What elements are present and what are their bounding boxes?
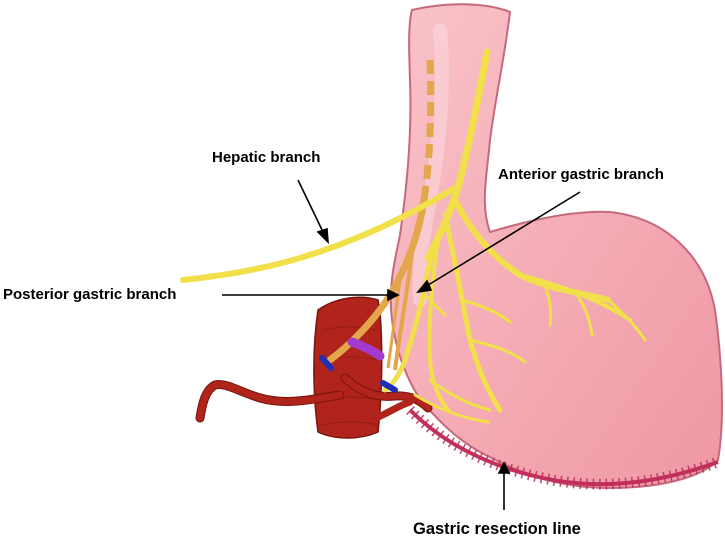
gastric-resection-line-label: Gastric resection line: [413, 521, 581, 538]
hepatic-arrowhead: [318, 229, 328, 242]
posterior-gastric-branch-label: Posterior gastric branch: [3, 287, 176, 302]
hepatic-branch-label: Hepatic branch: [212, 150, 320, 165]
anterior-gastric-branch-label: Anterior gastric branch: [498, 167, 664, 182]
hepatic-leader-line: [298, 180, 324, 234]
